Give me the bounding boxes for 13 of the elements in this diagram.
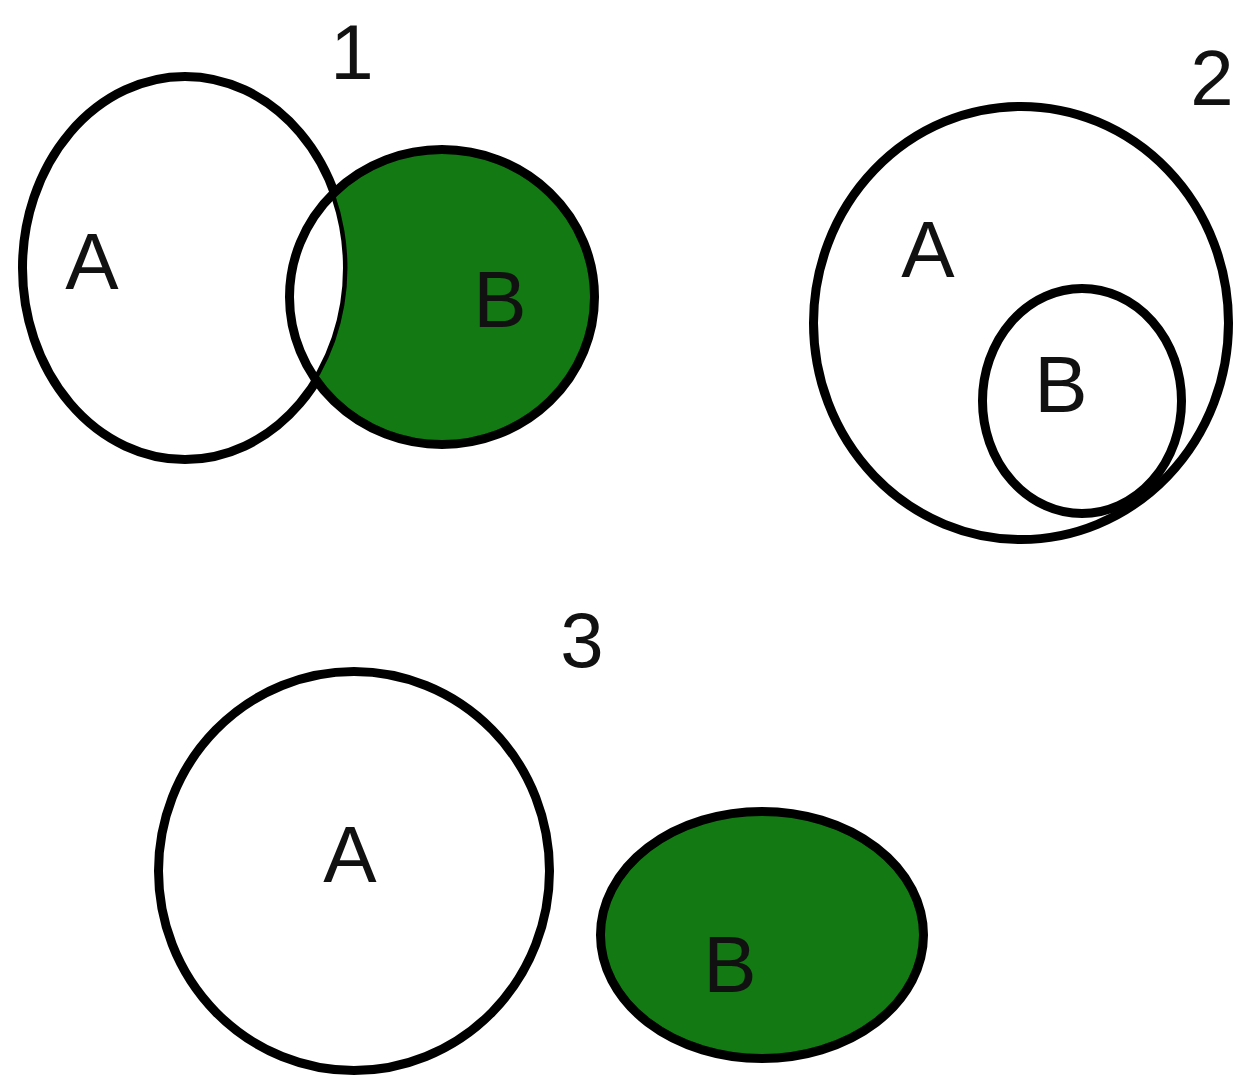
set-letter: A — [65, 222, 119, 302]
set-circle — [978, 284, 1186, 518]
set-circle — [285, 145, 599, 449]
set-letter: A — [901, 210, 955, 290]
diagram-number: 2 — [1190, 39, 1234, 117]
set-circle — [596, 807, 928, 1063]
diagram-number: 3 — [560, 601, 604, 679]
set-letter: A — [323, 815, 377, 895]
set-letter: B — [473, 260, 527, 340]
set-letter: B — [1034, 345, 1088, 425]
set-circle — [154, 667, 554, 1075]
diagram-number: 1 — [330, 13, 374, 91]
set-letter: B — [703, 925, 757, 1005]
